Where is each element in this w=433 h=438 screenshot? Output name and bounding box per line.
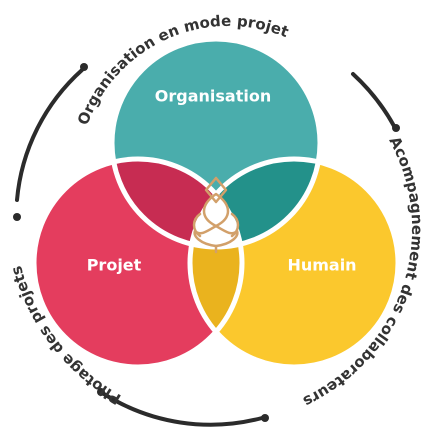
ring-dot-bottom-right: [261, 414, 269, 422]
overlap-organisation-humain: [190, 159, 320, 247]
label-humain: Humain: [287, 256, 356, 275]
ring-arc-right: [351, 72, 396, 128]
overlap-organisation-projet: [112, 159, 242, 247]
label-organisation: Organisation: [155, 87, 271, 106]
label-projet: Projet: [87, 256, 142, 275]
ring-arc-bottom: [102, 392, 264, 427]
ring-arc-top-left: [15, 68, 84, 202]
ring-dot-right: [392, 124, 400, 132]
ring-dot-left: [13, 213, 21, 221]
outer-ring: [13, 63, 400, 427]
ring-dot-bottom-left: [97, 388, 105, 396]
ring-dot-top-left: [80, 63, 88, 71]
lotus-logo-icon: [192, 176, 240, 254]
